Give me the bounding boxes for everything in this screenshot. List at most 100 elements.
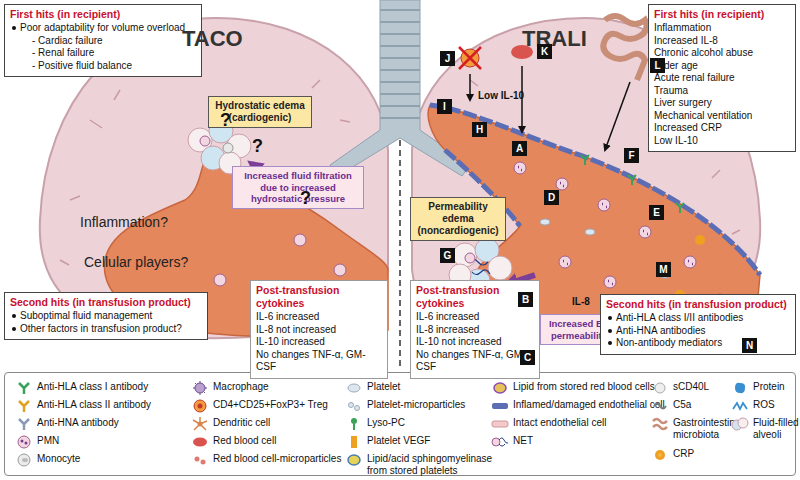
platelets-antibodies-part	[540, 219, 550, 225]
question-mark: ?	[300, 188, 311, 209]
legend-symbol-part	[22, 458, 28, 462]
box-text: Anti-HLA class I/II antibodies	[606, 312, 790, 325]
recipient-factors-part	[605, 82, 630, 150]
box-text: - Positive fluid balance	[10, 60, 196, 73]
legend-symbol-part	[193, 438, 207, 447]
callout-letter: J	[440, 51, 455, 66]
legend-symbol-part	[499, 438, 508, 446]
box-text: No changes TNF-α, GM-CSF	[256, 349, 382, 374]
box-text: No changes TNF-α, GM-CSF	[416, 349, 534, 374]
legend-symbol-part	[198, 404, 203, 409]
alveoli-right-part	[453, 243, 477, 267]
panel-title: TRALI	[522, 26, 587, 52]
alveoli-left-part	[223, 143, 233, 153]
box-text: IL-10 not increased	[416, 336, 534, 349]
callout-letter: G	[440, 248, 455, 263]
legend-symbol-part	[19, 419, 29, 430]
legend-item: Platelet VEGF	[345, 435, 507, 449]
legend-symbol	[191, 381, 209, 395]
callout-letter: E	[649, 205, 664, 220]
neutrophils-part	[514, 162, 526, 174]
legend-symbol-part	[653, 419, 667, 429]
box-text: Increased CRP	[654, 122, 790, 135]
neutrophils-part	[604, 276, 616, 288]
legend-item: Red blood cell	[191, 435, 363, 449]
legend-text: Lyso-PC	[367, 417, 507, 429]
callout-letter: L	[650, 58, 665, 73]
callout-letter: D	[544, 190, 559, 205]
recipient-factors-part	[603, 16, 646, 80]
legend-symbol	[191, 417, 209, 431]
callout-letter: B	[518, 292, 533, 307]
legend-symbol	[345, 381, 363, 395]
platelets-antibodies	[540, 155, 705, 300]
legend-text: Platelet VEGF	[367, 435, 507, 447]
legend-symbol-part	[25, 442, 28, 445]
legend-symbol	[345, 453, 363, 467]
legend-item: Platelet-microparticles	[345, 399, 507, 413]
legend-symbol	[15, 435, 33, 449]
legend-text: Anti-HLA class II antibody	[37, 399, 202, 411]
box-text: Inflammation	[654, 22, 790, 35]
callout-letter: N	[742, 338, 757, 353]
legend-item: Fluid-filled alveoli	[731, 417, 800, 440]
neutrophils-part	[559, 256, 571, 268]
box-text: Suboptimal fluid management	[10, 310, 202, 323]
legend-item: Platelet	[345, 381, 507, 395]
legend-symbol-part	[19, 401, 29, 412]
legend-text: Fluid-filled alveoli	[753, 417, 800, 440]
platelets-antibodies-part	[695, 235, 705, 245]
legend-text: CRP	[673, 448, 749, 460]
legend-text: Anti-HLA class I antibody	[37, 381, 202, 393]
callout-letter: M	[656, 262, 671, 277]
legend-symbol-part	[355, 406, 360, 411]
legend-text: Platelet-microparticles	[367, 399, 507, 411]
mechanism-box: Increased fluid filtration due to increa…	[232, 166, 364, 209]
box-text: Increased IL-8	[654, 35, 790, 48]
recipient-factors	[459, 16, 647, 150]
legend-symbol	[731, 381, 749, 395]
legend-symbol	[345, 435, 363, 449]
legend-symbol-part	[658, 453, 662, 457]
alveoli-right-part	[465, 253, 475, 263]
legend-symbol	[15, 417, 33, 431]
hits-box: Second hits (in transfusion product)Anti…	[600, 294, 796, 355]
trachea-part	[399, 140, 401, 370]
trachea-part	[380, 10, 420, 118]
open-question: Cellular players?	[84, 254, 188, 270]
legend-symbol-part	[18, 454, 30, 466]
legend-item: PMN	[15, 435, 202, 449]
cytokine-label: IL-8	[572, 296, 590, 307]
box-text: Other factors in transfusion product?	[10, 323, 202, 336]
legend-text: NET	[513, 435, 671, 447]
legend-symbol-part	[349, 403, 354, 408]
legend-symbol-part	[351, 436, 357, 448]
neutrophils-part	[334, 264, 346, 276]
legend-item: NET	[491, 435, 671, 449]
legend-symbol	[651, 399, 669, 413]
box-text: - Cardiac failure	[10, 35, 196, 48]
neutrophils-part	[518, 167, 693, 284]
box-text: Non-antibody mediators	[606, 337, 790, 350]
legend-symbol-part	[492, 421, 508, 427]
legend-symbol-part	[351, 418, 357, 424]
legend-symbol	[15, 381, 33, 395]
legend-item: Intact endothelial cell	[491, 417, 671, 431]
box-heading: Post-transfusion cytokines	[256, 284, 382, 310]
legend-item: Lipid/acid sphingomyelinase from stored …	[345, 453, 507, 476]
legend-symbol	[191, 399, 209, 413]
legend-symbol-part	[198, 422, 203, 427]
legend-text: CD4+CD25+FoxP3+ Treg	[213, 399, 363, 411]
question-mark: ?	[220, 110, 231, 131]
callout-letter: K	[537, 44, 552, 59]
box-text: Low IL-10	[654, 135, 790, 148]
legend-item: Anti-HLA class II antibody	[15, 399, 202, 413]
neutrophils-part	[556, 178, 568, 190]
legend-text: Inflamed/damaged endothelial cell	[513, 399, 671, 411]
callout-letter: C	[520, 350, 535, 365]
legend-symbol	[651, 448, 669, 462]
legend-symbol-part	[733, 403, 747, 409]
legend-item: Anti-HLA class I antibody	[15, 381, 202, 395]
legend-text: Monocyte	[37, 453, 202, 465]
